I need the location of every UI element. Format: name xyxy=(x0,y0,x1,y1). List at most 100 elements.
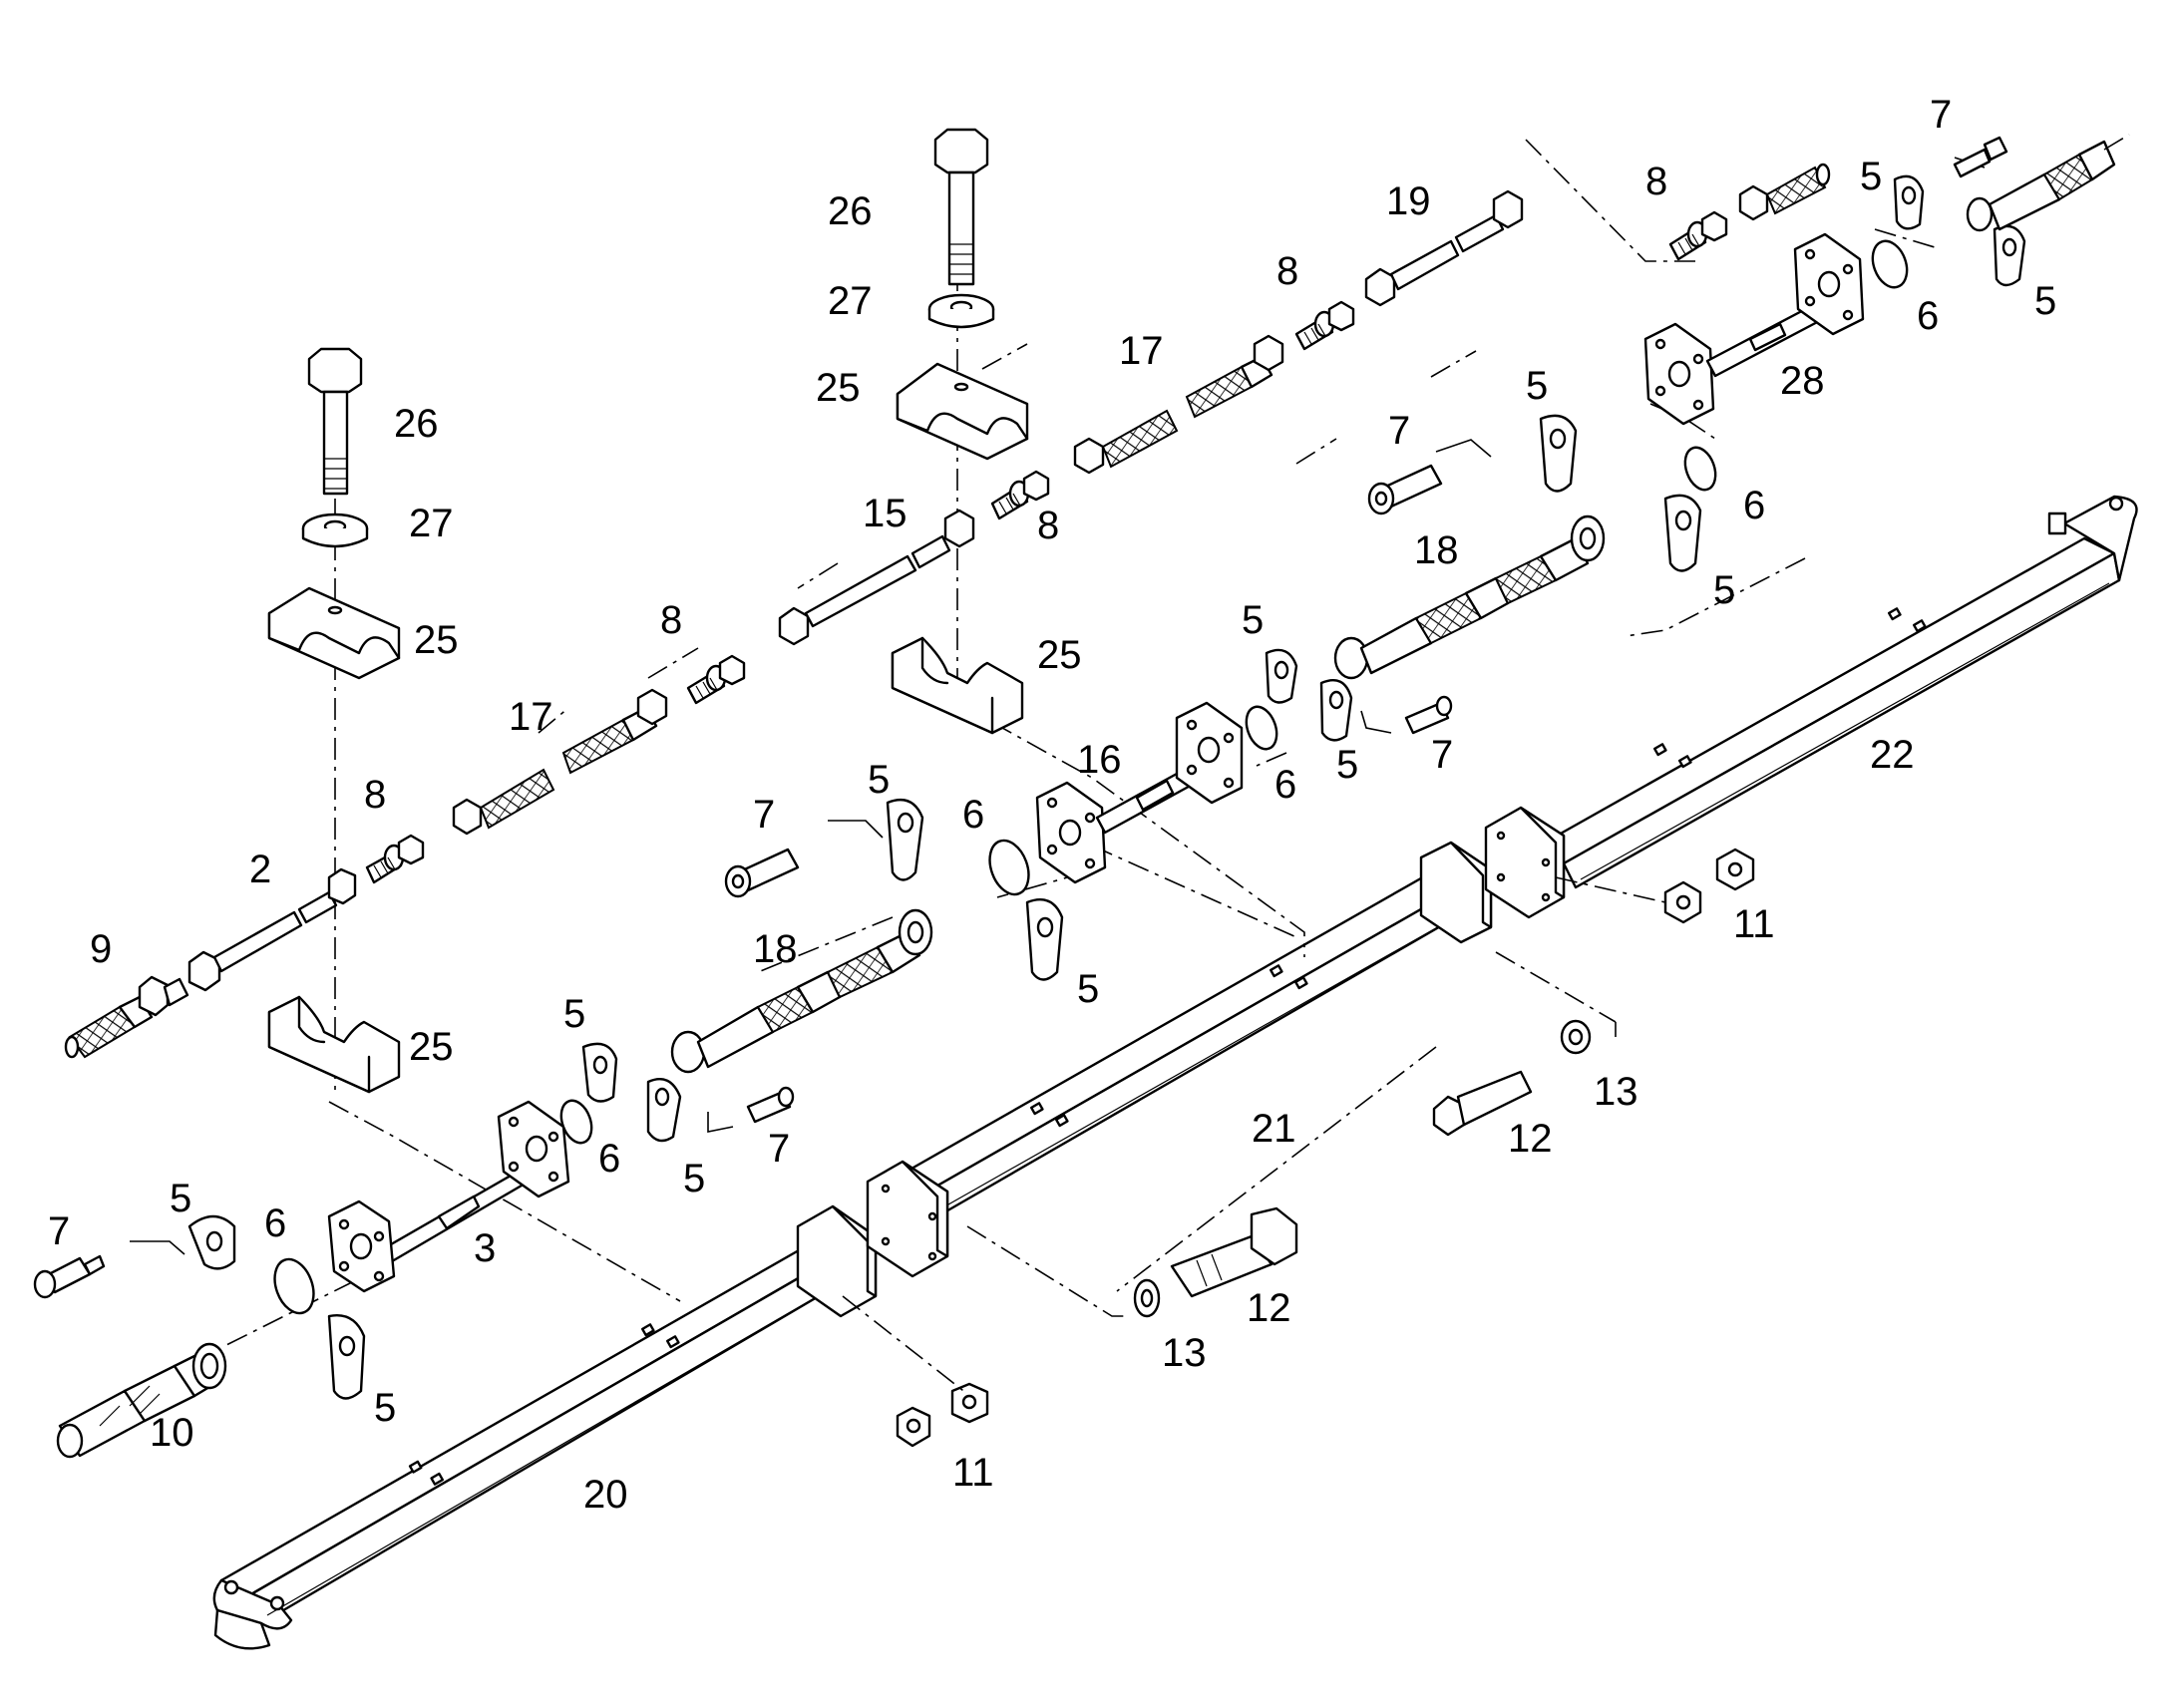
hose-17-lower xyxy=(452,688,668,836)
screw-7-mid xyxy=(724,848,800,898)
callout-25: 25 xyxy=(1037,633,1082,677)
hose-17-upper xyxy=(1073,334,1284,475)
callout-26: 26 xyxy=(828,189,873,233)
callout-7: 7 xyxy=(1431,733,1453,777)
callout-labels: 2 3 5 5 5 5 5 5 5 5 5 5 5 5 6 6 6 6 6 6 … xyxy=(48,93,2056,1517)
oring-6-mid-right xyxy=(1245,705,1278,751)
callout-25: 25 xyxy=(414,618,459,662)
flange-3-right xyxy=(497,1100,570,1198)
callout-6: 6 xyxy=(1274,763,1296,807)
nut-11-lower xyxy=(896,1382,989,1448)
callout-5: 5 xyxy=(1860,155,1882,198)
hose-18-upper xyxy=(1333,514,1606,680)
callout-8: 8 xyxy=(1645,160,1667,203)
screw-7-mid-right xyxy=(1404,695,1453,735)
bolt-12-lower xyxy=(1170,1206,1298,1298)
callout-27: 27 xyxy=(828,279,873,323)
clamp-5-mid-right-b xyxy=(1319,678,1353,742)
callout-17: 17 xyxy=(1119,329,1164,373)
callout-17: 17 xyxy=(509,695,553,739)
callout-5: 5 xyxy=(170,1177,191,1220)
flange-28-left xyxy=(1643,322,1715,426)
screw-7-mid-left xyxy=(746,1086,795,1124)
cylinder-10 xyxy=(56,1342,227,1459)
callout-26: 26 xyxy=(394,402,439,446)
callout-7: 7 xyxy=(768,1127,790,1171)
flange-16-left xyxy=(1035,781,1107,884)
callout-19: 19 xyxy=(1386,179,1431,223)
callout-12: 12 xyxy=(1508,1117,1553,1161)
callout-6: 6 xyxy=(264,1201,286,1245)
rod-28 xyxy=(1705,302,1825,378)
oring-6-upper-mid xyxy=(1683,446,1717,492)
callout-18: 18 xyxy=(753,927,798,971)
callout-21: 21 xyxy=(1252,1107,1296,1151)
clamp-25-upper-mid xyxy=(896,362,1029,461)
fitting-8-e xyxy=(1668,210,1728,261)
callout-5: 5 xyxy=(683,1157,705,1200)
callout-25: 25 xyxy=(409,1025,454,1069)
callout-15: 15 xyxy=(863,492,908,535)
leader-lines xyxy=(130,139,1986,1395)
callout-7: 7 xyxy=(48,1209,70,1253)
washer-13-upper xyxy=(1560,1019,1592,1055)
callout-5: 5 xyxy=(1526,364,1548,408)
callout-22: 22 xyxy=(1870,733,1915,777)
beam-21-flange-right xyxy=(1419,841,1493,944)
clamp-5-lower-left-b xyxy=(327,1314,366,1400)
tube-15 xyxy=(778,509,975,646)
callout-11: 11 xyxy=(952,1451,994,1495)
callout-5: 5 xyxy=(1077,967,1099,1011)
beam-20 xyxy=(212,1244,838,1650)
clamp-5-upper-right-b xyxy=(1993,224,2026,287)
clamp-5-mid-left-b xyxy=(646,1077,682,1143)
washer-13-lower xyxy=(1133,1278,1161,1318)
flange-16-right xyxy=(1175,701,1244,805)
callout-11: 11 xyxy=(1733,902,1775,946)
callout-6: 6 xyxy=(598,1137,620,1181)
clamp-5-mid-right-a xyxy=(1265,648,1298,704)
oring-6-mid-left xyxy=(559,1099,593,1145)
tube-19 xyxy=(1364,189,1524,307)
callout-5: 5 xyxy=(563,992,585,1036)
callout-28: 28 xyxy=(1780,359,1825,403)
beam-20-flange xyxy=(796,1204,878,1318)
callout-27: 27 xyxy=(409,502,454,545)
callout-10: 10 xyxy=(150,1411,194,1455)
callout-13: 13 xyxy=(1162,1331,1207,1375)
callout-5: 5 xyxy=(1242,598,1264,642)
rod-16 xyxy=(1095,761,1207,835)
clamp-5-mid-b xyxy=(1025,897,1064,981)
beam-21 xyxy=(896,873,1458,1218)
callout-5: 5 xyxy=(868,758,890,802)
hose-9 xyxy=(64,975,189,1059)
callout-9: 9 xyxy=(90,927,112,971)
screw-7-upper-mid xyxy=(1367,464,1443,515)
fitting-8-c xyxy=(990,470,1050,520)
callout-16: 16 xyxy=(1077,738,1122,782)
clamp-5-upper-right-a xyxy=(1893,174,1925,230)
callout-25: 25 xyxy=(816,366,861,410)
callout-3: 3 xyxy=(474,1226,496,1270)
hose-18-lower xyxy=(670,908,933,1074)
fitting-8-d xyxy=(1294,300,1355,351)
callout-8: 8 xyxy=(364,773,386,817)
clamp-25-lower-left xyxy=(267,995,401,1094)
washer-27-mid xyxy=(927,293,995,329)
callout-6: 6 xyxy=(962,793,984,837)
beam-21-flange-left xyxy=(866,1160,949,1278)
bolt-26-left xyxy=(307,347,363,496)
callout-7: 7 xyxy=(1930,93,1952,137)
clamp-5-mid-a xyxy=(886,798,924,881)
clamp-5-upper-mid-a xyxy=(1539,414,1578,493)
callout-7: 7 xyxy=(1388,409,1410,453)
clamp-5-upper-mid-b xyxy=(1663,494,1702,572)
clamp-25-upper-left xyxy=(267,586,401,680)
clamp-5-lower-left-a xyxy=(187,1214,236,1270)
callout-8: 8 xyxy=(1037,504,1059,547)
oring-6-upper-right xyxy=(1871,239,1909,289)
callout-20: 20 xyxy=(583,1473,628,1517)
oring-6-lower-left xyxy=(273,1257,315,1315)
callout-18: 18 xyxy=(1414,528,1459,572)
callout-6: 6 xyxy=(1743,484,1765,527)
